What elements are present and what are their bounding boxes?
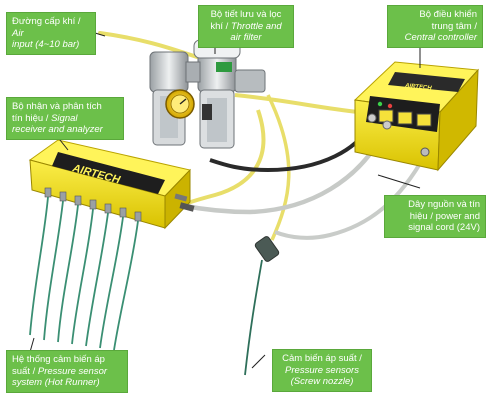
callout-central-controller: Bộ điều khiển trung tâm / Central contro…	[387, 5, 483, 48]
air-tube-to-screw-sensor	[266, 94, 291, 241]
callout-air-input: Đường cấp khí / Air input (4~10 bar)	[6, 12, 96, 55]
callout-throttle-air-filter: Bộ tiết lưu và lọc khí / Throttle and ai…	[198, 5, 294, 48]
screw-nozzle-sensor	[244, 236, 280, 376]
callout-leaders	[29, 32, 421, 369]
controller-brand-label: AIRTECH	[404, 83, 433, 92]
central-controller-box: AIRTECH	[353, 61, 480, 172]
signal-cord-gray	[179, 128, 388, 215]
callout-power-signal-cord: Dây nguồn và tín hiệu / power and signal…	[384, 195, 486, 238]
callout-hot-runner-sensors: Hệ thống cảm biến áp suất / Pressure sen…	[6, 350, 128, 393]
air-input-tube	[98, 31, 202, 60]
signal-receiver-box: AIRTECH	[28, 139, 195, 230]
hot-runner-sensor-wires	[29, 196, 139, 351]
air-tube-to-receiver	[181, 109, 266, 207]
power-signal-cord-24v	[274, 154, 427, 240]
receiver-sensor-ports	[44, 187, 142, 222]
callout-signal-receiver: Bộ nhận và phân tích tín hiệu / Signal r…	[6, 97, 124, 140]
callout-screw-nozzle-sensor: Cảm biến áp suất / Pressure sensors (Scr…	[272, 349, 372, 392]
throttle-air-filter-unit	[149, 39, 266, 149]
air-tube-to-controller	[234, 93, 359, 114]
